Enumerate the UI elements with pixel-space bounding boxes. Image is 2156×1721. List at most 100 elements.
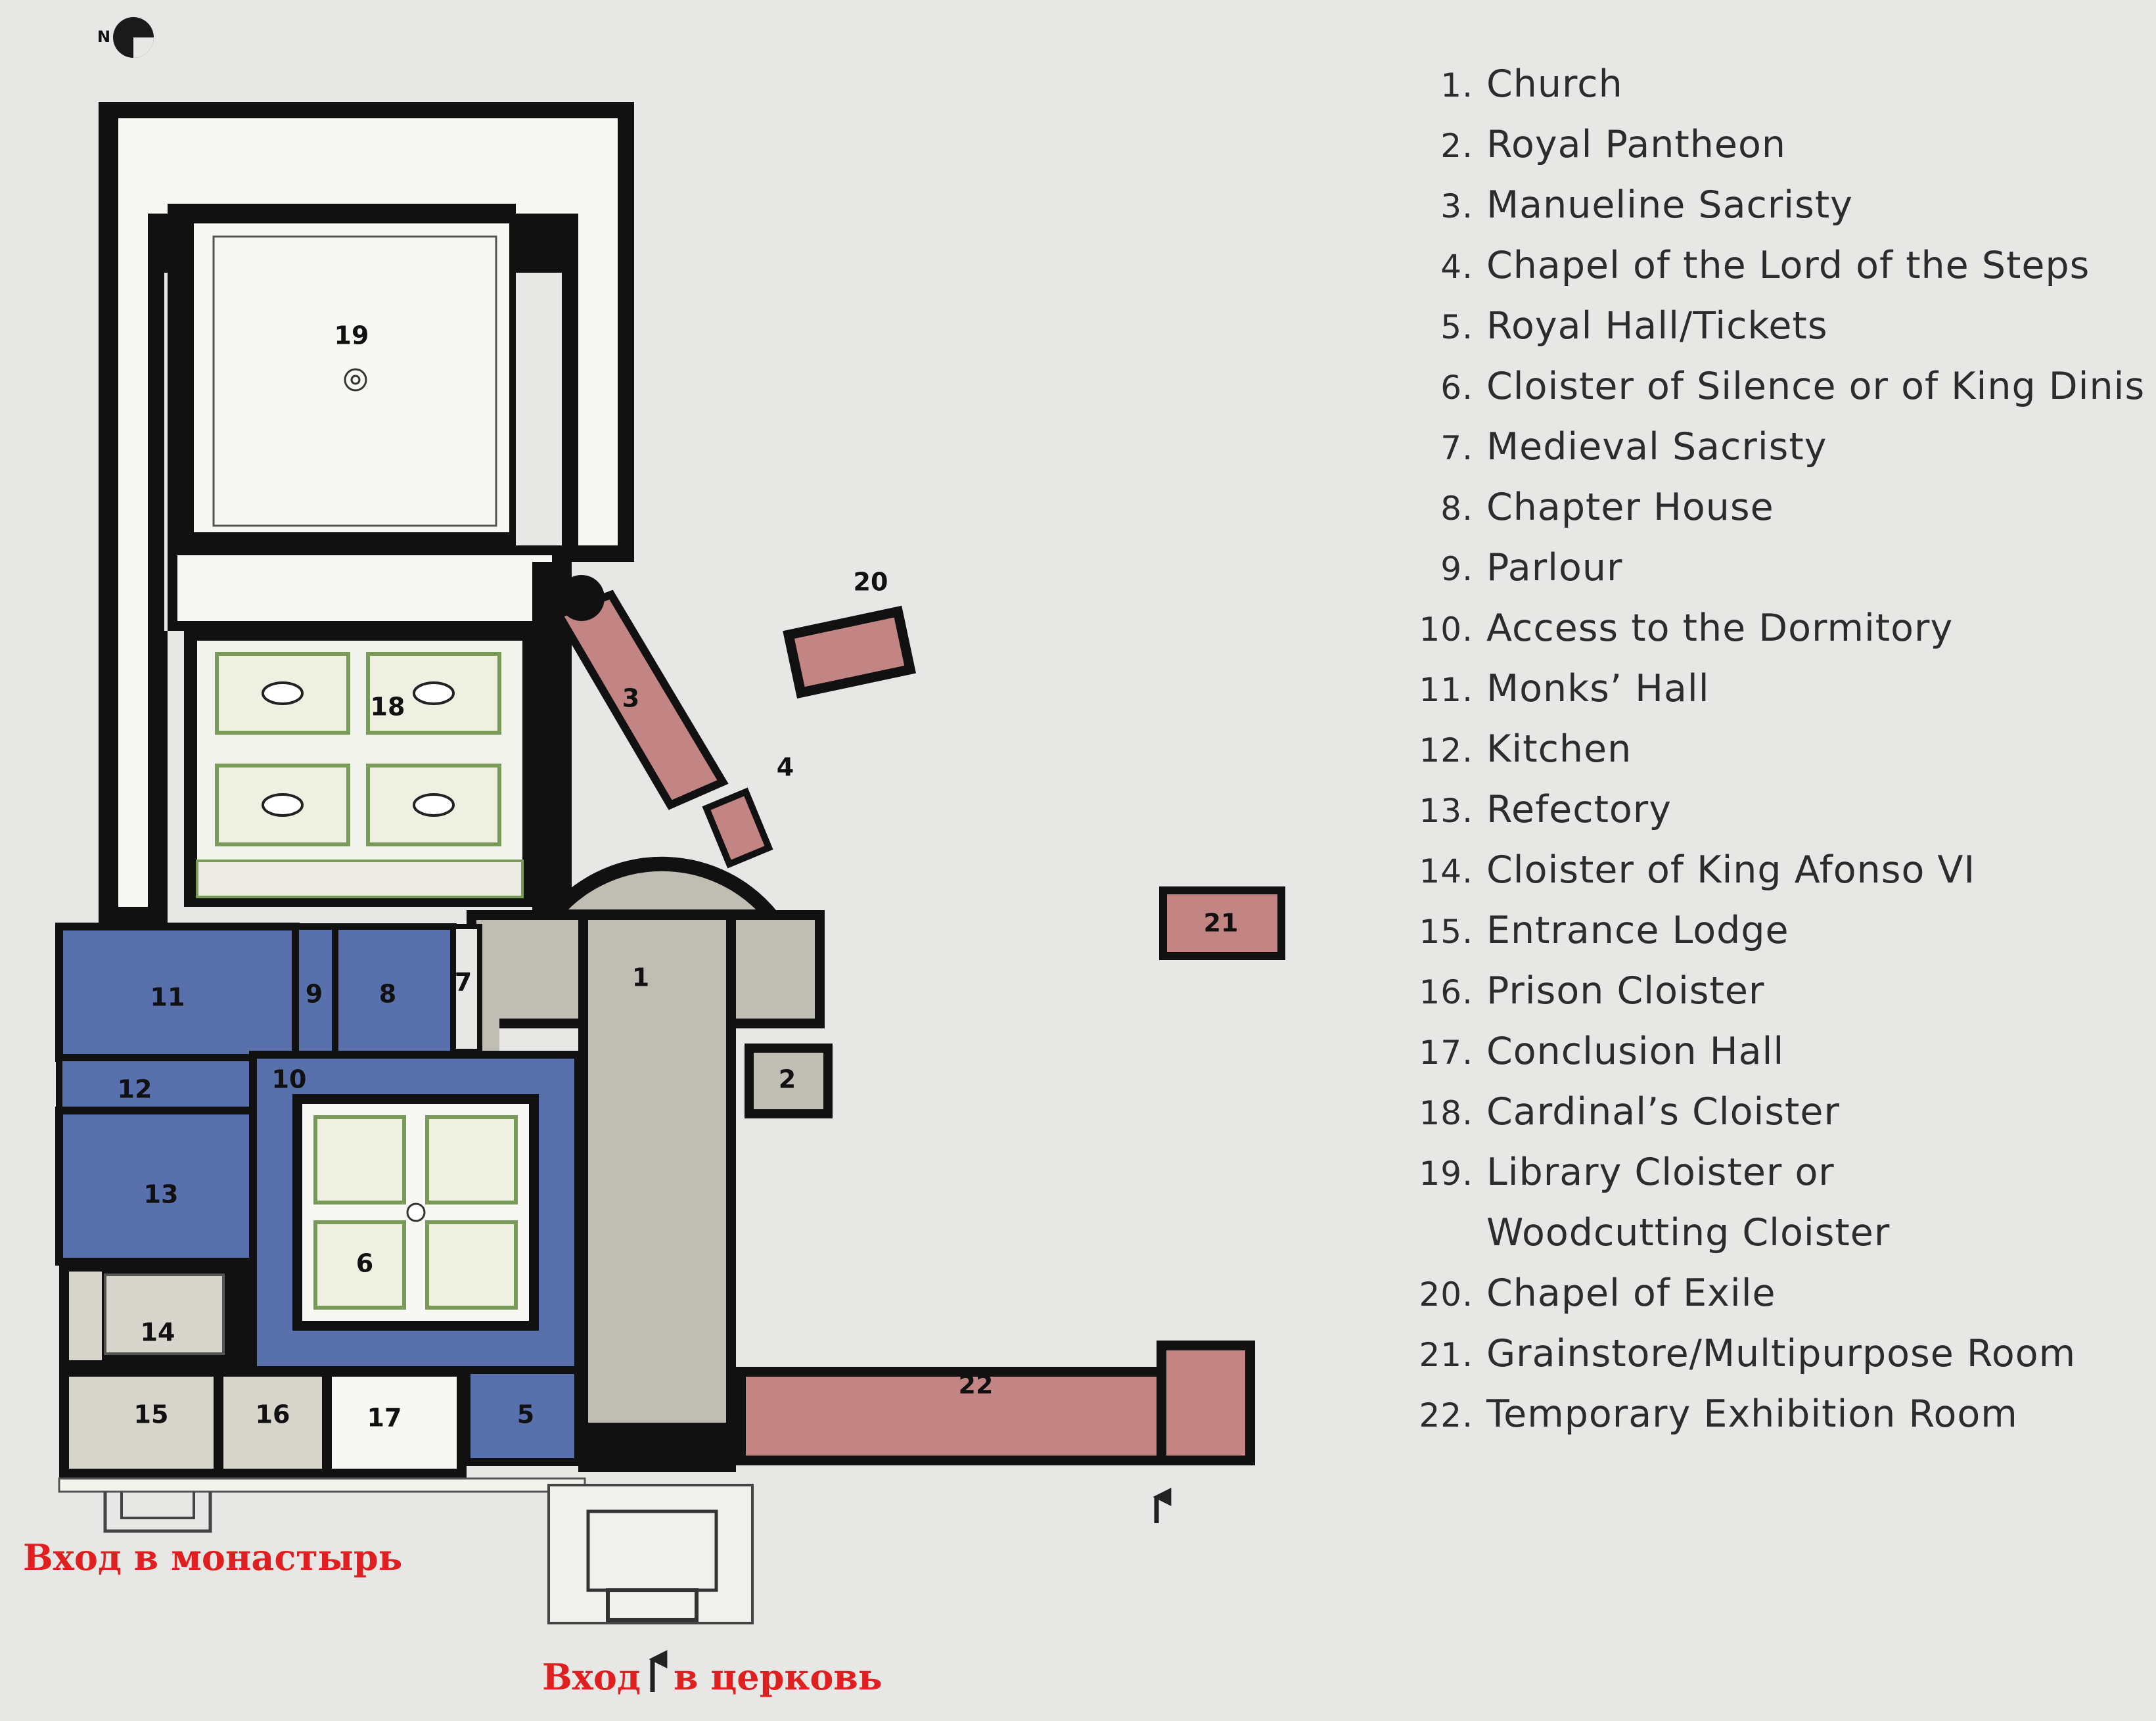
legend-text: Church — [1486, 62, 1623, 106]
legend-text: Monks’ Hall — [1486, 667, 1710, 710]
legend-text: Chapel of the Lord of the Steps — [1486, 244, 2090, 287]
label-20: 20 — [854, 568, 888, 597]
legend-number: 19. — [1419, 1155, 1473, 1193]
legend-text: Entrance Lodge — [1486, 909, 1789, 952]
label-5: 5 — [517, 1400, 534, 1429]
manueline-sacristy — [553, 589, 729, 810]
label-6: 6 — [356, 1249, 373, 1278]
legend-item: 12.Kitchen — [1393, 727, 1632, 771]
label-8: 8 — [379, 980, 396, 1009]
label-9: 9 — [306, 980, 323, 1009]
compass-label: N — [97, 28, 110, 46]
cardinals-cloister — [184, 562, 572, 917]
legend-item: 8. Chapter House — [1393, 486, 1774, 529]
legend-text: Cardinal’s Cloister — [1486, 1090, 1840, 1134]
label-1: 1 — [632, 963, 649, 992]
legend-item: 22. Temporary Exhibition Room — [1393, 1392, 2018, 1436]
legend-number: 10. — [1419, 610, 1473, 649]
label-21: 21 — [1204, 909, 1239, 938]
church-cross — [467, 910, 825, 1433]
legend-number: 3. — [1440, 187, 1473, 225]
legend-number: 14. — [1419, 852, 1473, 890]
legend-item: 15. Entrance Lodge — [1393, 909, 1789, 952]
legend-text: Refectory — [1486, 788, 1672, 831]
label-19: 19 — [334, 321, 369, 350]
legend-number: 21. — [1419, 1336, 1473, 1374]
legend-text: Access to the Dormitory — [1486, 607, 1954, 650]
southwest-cloisters — [58, 1262, 586, 1533]
legend-text: Conclusion Hall — [1486, 1030, 1785, 1073]
legend-text: Kitchen — [1486, 727, 1632, 771]
label-4: 4 — [777, 753, 794, 782]
legend-text: Royal Pantheon — [1486, 123, 1786, 166]
legend-text: Royal Hall/Tickets — [1486, 304, 1828, 348]
legend-item: 9. Parlour — [1393, 546, 1622, 589]
label-7: 7 — [455, 968, 472, 997]
legend-item: 4. Chapel of the Lord of the Steps — [1393, 244, 2090, 287]
legend-number: 9. — [1440, 550, 1473, 588]
legend-text: Grainstore/Multipurpose Room — [1486, 1332, 2076, 1375]
legend-number: 8. — [1440, 490, 1473, 528]
legend-text: Cloister of King Afonso VI — [1486, 848, 1976, 892]
legend-number: 6. — [1440, 369, 1473, 407]
legend-item: 1. Church — [1393, 62, 1623, 106]
label-17: 17 — [367, 1404, 402, 1433]
legend-item: 18. Cardinal’s Cloister — [1393, 1090, 1840, 1134]
legend-number: 11. — [1419, 671, 1473, 709]
legend-text: Manueline Sacristy — [1486, 183, 1853, 227]
legend-item: 2. Royal Pantheon — [1393, 123, 1786, 166]
legend-text: Medieval Sacristy — [1486, 425, 1827, 469]
legend-item: 17. Conclusion Hall — [1393, 1030, 1784, 1073]
grainstore — [1159, 886, 1285, 960]
legend-text: Library Cloister or — [1486, 1151, 1835, 1194]
legend-number: 7. — [1440, 429, 1473, 467]
legend-number: 5. — [1440, 308, 1473, 346]
legend-text-continuation: Woodcutting Cloister — [1486, 1211, 1891, 1254]
monastery-entrance-label: Вход в монастырь — [23, 1536, 403, 1578]
royal-pantheon — [745, 1044, 833, 1118]
legend-number: 20. — [1419, 1275, 1473, 1314]
cloister-of-silence-garden — [313, 1115, 518, 1310]
label-10: 10 — [272, 1065, 307, 1094]
label-15: 15 — [134, 1400, 169, 1429]
label-11: 11 — [150, 983, 185, 1012]
legend-number: 1. — [1440, 66, 1473, 104]
legend-item: 20.Chapel of Exile — [1393, 1272, 1776, 1315]
legend-item: 3. Manueline Sacristy — [1393, 183, 1853, 227]
legend-item: 13. Refectory — [1393, 788, 1672, 831]
chapel-of-exile — [783, 605, 916, 699]
legend-number: 22. — [1419, 1396, 1473, 1434]
legend-item: 14. Cloister of King Afonso VI — [1393, 848, 1975, 892]
church-entrance-steps — [547, 1433, 754, 1624]
legend-number: 18. — [1419, 1094, 1473, 1132]
legend-text: Chapter House — [1486, 486, 1774, 529]
church-apse — [537, 856, 787, 924]
legend-number: 4. — [1440, 248, 1473, 286]
legend-number: 2. — [1440, 127, 1473, 165]
legend-item: 21. Grainstore/Multipurpose Room — [1393, 1332, 2076, 1375]
legend-item: 10. Access to the Dormitory — [1393, 607, 1953, 650]
legend-item: 7. Medieval Sacristy — [1393, 425, 1827, 469]
legend-text: Parlour — [1486, 546, 1623, 589]
legend-item: 6. Cloister of Silence or of King Dinis — [1393, 365, 2145, 408]
legend-item: 16. Prison Cloister — [1393, 969, 1764, 1013]
medieval-sacristy — [451, 924, 482, 1054]
legend-text: Cloister of Silence or of King Dinis — [1486, 365, 2145, 408]
legend-number: 16. — [1419, 973, 1473, 1011]
blue-zones — [55, 923, 582, 1466]
label-18: 18 — [371, 693, 405, 722]
legend-text: Prison Cloister — [1486, 969, 1765, 1013]
chapel-lord-of-steps — [702, 787, 773, 869]
legend-number: 15. — [1419, 913, 1473, 951]
legend-number: 13. — [1419, 792, 1473, 830]
label-2: 2 — [779, 1065, 796, 1094]
label-22: 22 — [959, 1371, 994, 1400]
label-3: 3 — [622, 684, 639, 713]
legend-number: 17. — [1419, 1034, 1473, 1072]
legend-text: Temporary Exhibition Room — [1486, 1392, 2018, 1436]
church-entrance-label-left: Вход — [542, 1656, 641, 1698]
library-cloister-block — [99, 102, 634, 927]
room-number-labels: 1 2 3 4 5 6 7 8 9 10 11 12 13 14 15 16 1… — [118, 321, 1239, 1433]
church-entrance-label-right: в церковь — [674, 1656, 883, 1698]
